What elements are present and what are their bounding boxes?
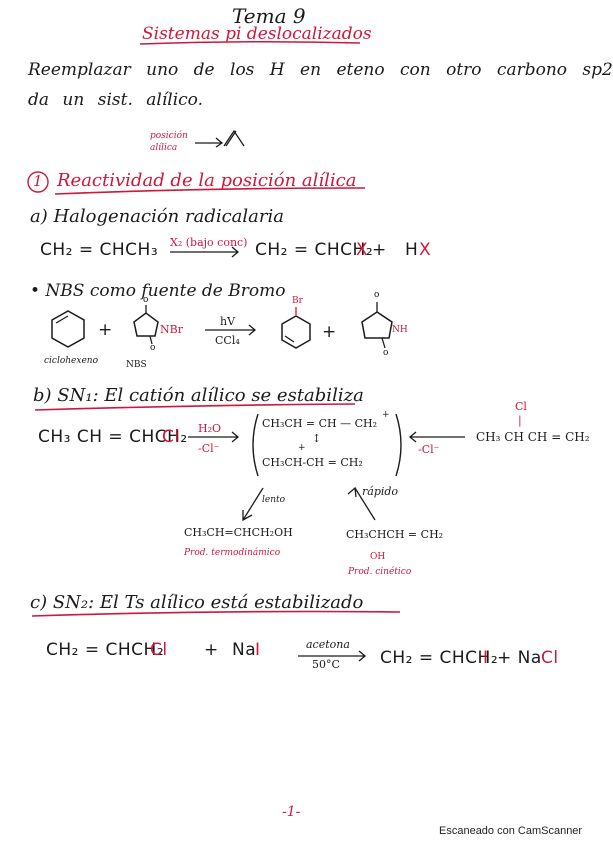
b-title: b) SN₁: El catión alílico se estabiliza <box>33 385 364 406</box>
bromo-double <box>284 335 295 343</box>
bromocyclohexene-ring <box>281 315 311 349</box>
nbs-ccl4: CCl₄ <box>215 334 240 347</box>
page-subtitle: Sistemas pi deslocalizados <box>142 24 372 44</box>
c-eq-right: CH₂ = CHCH₂ <box>380 648 499 668</box>
b-resonance-1: CH₃CH = CH — CH₂ <box>262 417 378 430</box>
c-eq-left: CH₂ = CHCH₂ <box>46 640 165 660</box>
c-eq-left-cl: Cl <box>150 640 168 660</box>
rapido-label: rápido <box>362 485 399 498</box>
succinimide-ring <box>361 311 393 339</box>
prod2-label: Prod. cinético <box>348 567 412 577</box>
a-reaction-arrow <box>170 246 240 258</box>
section1-circle <box>27 171 49 193</box>
prod1-label: Prod. termodinámico <box>184 548 281 558</box>
page-number: -1- <box>282 804 301 820</box>
c-title: c) SN₂: El Ts alílico está estabilizado <box>30 592 364 613</box>
nbs-o-top: o <box>143 295 149 305</box>
lento-arrow <box>242 487 264 522</box>
b-arrow-bottom: -Cl⁻ <box>198 442 220 455</box>
section1-number: 1 <box>33 172 43 190</box>
a-title: a) Halogenación radicalaria <box>30 206 284 227</box>
c-arrow-top: acetona <box>306 638 350 651</box>
scanner-watermark: Escaneado con CamScanner <box>439 825 583 837</box>
intro-line-2: da un sist. alílico. <box>28 90 203 110</box>
allyl-label-line1: posición <box>150 131 188 141</box>
c-reaction-arrow <box>298 650 367 662</box>
bromo-br: Br <box>292 296 303 306</box>
b-underline <box>34 403 356 411</box>
allyl-structure <box>223 129 245 147</box>
b-eq-left-cl: Cl <box>162 427 180 447</box>
b-right-cl: Cl <box>515 400 527 413</box>
a-eq-plus: + <box>372 240 387 260</box>
b-eq-left: CH₃ CH = CHCH₂ <box>38 427 188 447</box>
nbs-label: NBS <box>126 360 147 370</box>
c-underline <box>31 610 401 617</box>
b-res1-charge: + <box>382 410 390 420</box>
b-arrow-top: H₂O <box>198 422 222 435</box>
nbs-plus-1: + <box>98 320 113 340</box>
section1-title: Reactividad de la posición alílica <box>57 170 357 191</box>
nbs-co2 <box>149 335 153 345</box>
a-eq-right: CH₂ = CHCH₂ <box>255 240 374 260</box>
nbs-arrow <box>205 324 257 336</box>
succ-o-bottom: o <box>383 348 389 358</box>
a-eq-hx-x: X <box>419 240 432 260</box>
succ-co2 <box>381 337 386 349</box>
resonance-bracket-left <box>252 413 259 477</box>
allyl-pointer-arrow <box>195 137 224 148</box>
a-eq-right-x: X <box>356 240 369 260</box>
c-eq-plus: + <box>204 640 219 660</box>
rapido-arrow <box>347 486 376 521</box>
b-reaction-arrow <box>188 431 240 443</box>
subtitle-underline <box>139 40 361 45</box>
c-arrow-bottom: 50°C <box>312 658 340 671</box>
nbs-line: • NBS como fuente de Bromo <box>30 281 286 301</box>
b-back-arrow <box>408 431 465 443</box>
b-right-bar: | <box>518 414 522 427</box>
c-eq-right-plus: + Na <box>497 648 542 668</box>
c-eq-right-cl: Cl <box>541 648 559 668</box>
cyclohexene-ring <box>51 310 85 348</box>
intro-line-1: Reemplazar uno de los H en eteno con otr… <box>28 60 613 80</box>
page-title: Tema 9 <box>232 4 306 28</box>
prod1: CH₃CH=CHCH₂OH <box>184 526 293 539</box>
allyl-label-line2: alílica <box>150 143 178 153</box>
succinimide-nh: NH <box>392 325 408 335</box>
c-eq-right-i: I <box>483 648 489 668</box>
b-resonance-2: CH₃CH-CH = CH₂ <box>262 456 363 469</box>
section1-underline <box>54 187 366 195</box>
cyclohexene-double <box>55 315 69 324</box>
nbs-nbr: NBr <box>160 323 183 336</box>
b-res2-charge: + <box>298 443 306 453</box>
b-right: CH₃ CH CH = CH₂ <box>476 430 590 444</box>
a-eq-hx-h: H <box>405 240 419 260</box>
nbs-ring <box>133 312 159 337</box>
a-eq-left: CH₂ = CHCH₃ <box>40 240 159 260</box>
lento-label: lento <box>262 495 286 505</box>
drawing-layer <box>27 40 465 662</box>
prod2-oh: OH <box>370 552 386 562</box>
nbs-plus-2: + <box>322 322 337 342</box>
b-res-arrow: ↕ <box>312 432 322 445</box>
nbs-o-bottom: o <box>150 343 156 353</box>
c-eq-i: I <box>255 640 261 660</box>
ciclohexeno-label: ciclohexeno <box>44 356 98 366</box>
prod2: CH₃CHCH = CH₂ <box>346 528 444 541</box>
nbs-hv: hV <box>220 315 236 328</box>
succ-o-top: o <box>374 290 380 300</box>
b-back-arrow-label: -Cl⁻ <box>418 443 440 456</box>
c-eq-na: Na <box>232 640 257 660</box>
a-eq-arrow-label: X₂ (bajo conc) <box>170 236 248 249</box>
resonance-bracket-right <box>395 413 402 477</box>
